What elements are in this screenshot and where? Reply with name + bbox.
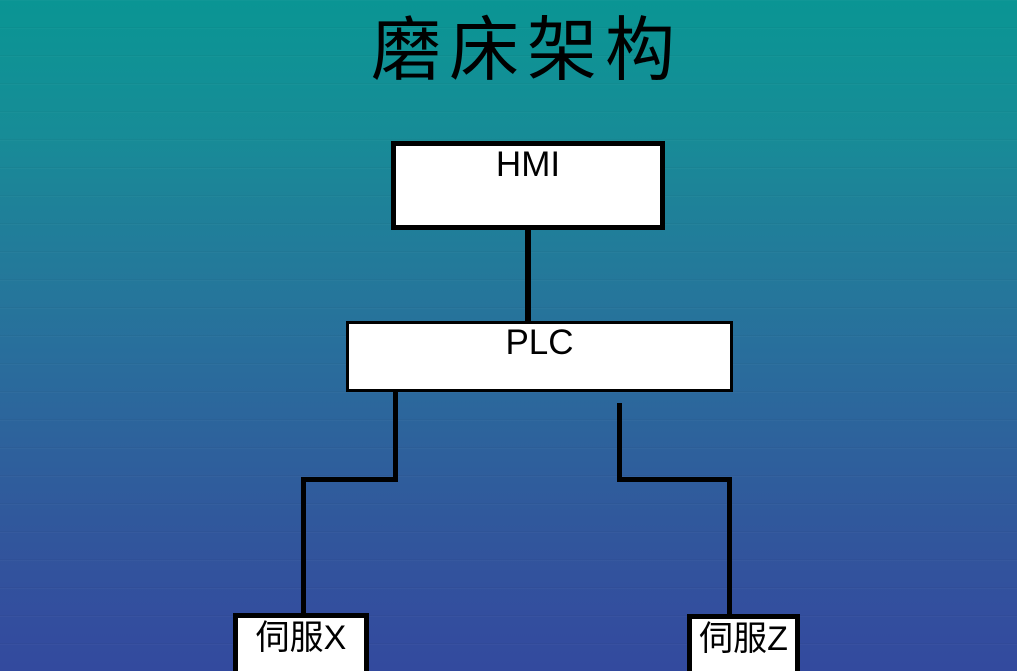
connector-hmi-plc	[525, 230, 531, 321]
node-servo-x-label: 伺服X	[255, 619, 347, 657]
connector-plc-servoz-across	[617, 477, 732, 482]
node-servo-x: 伺服X	[233, 613, 369, 671]
node-servo-z: 伺服Z	[687, 614, 800, 671]
connector-plc-servoz-down2	[727, 477, 732, 617]
node-plc-label: PLC	[505, 323, 574, 362]
slide-title: 磨床架构	[371, 9, 683, 91]
connector-plc-servoz-down1	[617, 403, 622, 482]
connector-plc-servox-down1	[393, 392, 398, 482]
connector-plc-servox-across	[301, 477, 398, 482]
node-hmi: HMI	[391, 141, 665, 230]
connector-plc-servox-down2	[301, 477, 306, 616]
node-plc: PLC	[346, 321, 733, 392]
node-hmi-label: HMI	[495, 145, 561, 184]
node-servo-z-label: 伺服Z	[699, 620, 788, 658]
